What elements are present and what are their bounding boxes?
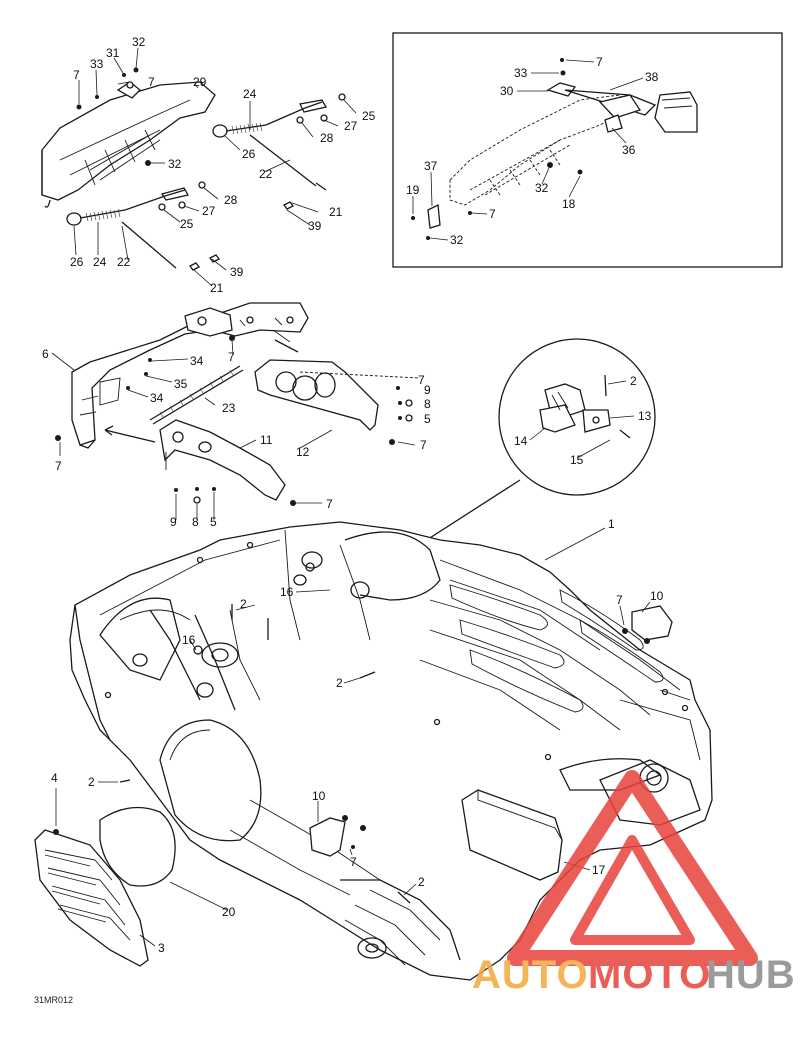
callout: 26 bbox=[70, 255, 84, 269]
callout: 8 bbox=[424, 397, 431, 411]
callout: 33 bbox=[514, 66, 528, 80]
cable-spring-upper bbox=[212, 93, 346, 210]
callout: 31 bbox=[106, 46, 120, 60]
inset-handle-detail bbox=[411, 58, 698, 240]
callout: 5 bbox=[210, 515, 217, 529]
callout: 5 bbox=[424, 412, 431, 426]
leaders-top-left bbox=[73, 47, 357, 287]
callout: 32 bbox=[132, 35, 146, 49]
callout: 7 bbox=[616, 593, 623, 607]
watermark-text-auto: AUTO bbox=[472, 953, 589, 997]
bracket-10-lower bbox=[309, 815, 366, 857]
pad-17 bbox=[461, 789, 563, 881]
callout: 8 bbox=[192, 515, 199, 529]
callout: 2 bbox=[240, 597, 247, 611]
callout: 7 bbox=[148, 75, 155, 89]
callout: 2 bbox=[418, 875, 425, 889]
callout: 32 bbox=[168, 157, 182, 171]
callout: 16 bbox=[182, 633, 196, 647]
callout: 36 bbox=[622, 143, 636, 157]
callout: 7 bbox=[420, 438, 427, 452]
watermark-text-hub: HUB bbox=[706, 953, 796, 997]
callout: 23 bbox=[222, 401, 236, 415]
callout: 18 bbox=[562, 197, 576, 211]
callout: 38 bbox=[645, 70, 659, 84]
callout: 24 bbox=[243, 87, 257, 101]
callout: 7 bbox=[596, 55, 603, 69]
callout: 34 bbox=[150, 391, 164, 405]
callout: 7 bbox=[418, 373, 425, 387]
callout: 6 bbox=[42, 347, 49, 361]
callout: 39 bbox=[230, 265, 244, 279]
callout: 22 bbox=[259, 167, 273, 181]
callout: 26 bbox=[242, 147, 256, 161]
callout: 28 bbox=[224, 193, 238, 207]
callout: 10 bbox=[312, 789, 326, 803]
callout: 34 bbox=[190, 354, 204, 368]
disc-20 bbox=[99, 806, 176, 887]
callout: 12 bbox=[296, 445, 310, 459]
callout: 27 bbox=[202, 204, 216, 218]
callout: 7 bbox=[489, 207, 496, 221]
leaders-inset bbox=[412, 59, 644, 241]
bracket-10-right bbox=[622, 605, 673, 644]
callout: 25 bbox=[362, 109, 376, 123]
callout: 30 bbox=[500, 84, 514, 98]
callout: 7 bbox=[73, 68, 80, 82]
mid-fasteners bbox=[55, 335, 413, 506]
top-handle-assembly bbox=[41, 67, 216, 208]
callout: 33 bbox=[90, 57, 104, 71]
callout-numbers: 32 31 33 7 7 29 32 24 26 22 25 27 28 21 … bbox=[34, 35, 664, 1005]
callout: 11 bbox=[260, 433, 273, 447]
callout: 7 bbox=[228, 350, 235, 364]
diagram-code: 31MR012 bbox=[34, 995, 73, 1005]
callout: 19 bbox=[406, 183, 420, 197]
callout: 32 bbox=[535, 181, 549, 195]
callout: 16 bbox=[280, 585, 294, 599]
callout: 25 bbox=[180, 217, 194, 231]
callout: 27 bbox=[344, 119, 358, 133]
callout: 14 bbox=[514, 434, 528, 448]
callout: 20 bbox=[222, 905, 236, 919]
callout: 35 bbox=[174, 377, 188, 391]
callout: 9 bbox=[424, 383, 431, 397]
callout: 4 bbox=[51, 771, 58, 785]
callout: 21 bbox=[210, 281, 224, 295]
callout: 32 bbox=[450, 233, 464, 247]
callout: 24 bbox=[93, 255, 107, 269]
cable-spring-lower bbox=[66, 181, 220, 271]
callout: 15 bbox=[570, 453, 584, 467]
callout: 22 bbox=[117, 255, 131, 269]
bracket-11 bbox=[159, 419, 286, 501]
callout: 28 bbox=[320, 131, 334, 145]
rear-bumper-assembly bbox=[71, 302, 309, 449]
callout: 2 bbox=[336, 676, 343, 690]
rod-23 bbox=[149, 365, 244, 425]
callout: 10 bbox=[650, 589, 664, 603]
callout: 39 bbox=[308, 219, 322, 233]
watermark-text-moto: MOTO bbox=[588, 953, 711, 997]
callout: 2 bbox=[88, 775, 95, 789]
leaders-middle bbox=[51, 329, 416, 520]
callout: 9 bbox=[170, 515, 177, 529]
main-fasteners bbox=[53, 562, 411, 904]
callout: 7 bbox=[350, 855, 357, 869]
callout: 3 bbox=[158, 941, 165, 955]
callout: 21 bbox=[329, 205, 343, 219]
side-cover-3 bbox=[34, 829, 149, 967]
callout: 29 bbox=[193, 75, 207, 89]
callout: 7 bbox=[55, 459, 62, 473]
callout: 2 bbox=[630, 374, 637, 388]
bracket-12 bbox=[254, 359, 421, 431]
inset-frame bbox=[392, 32, 783, 268]
callout: 7 bbox=[326, 497, 333, 511]
callout: 1 bbox=[608, 517, 615, 531]
main-body-shell bbox=[69, 521, 713, 981]
warning-triangle-icon bbox=[507, 770, 758, 966]
callout: 37 bbox=[424, 159, 438, 173]
watermark-logo: AUTO MOTO HUB bbox=[472, 770, 796, 997]
callout: 13 bbox=[638, 409, 652, 423]
callout: 17 bbox=[592, 863, 606, 877]
